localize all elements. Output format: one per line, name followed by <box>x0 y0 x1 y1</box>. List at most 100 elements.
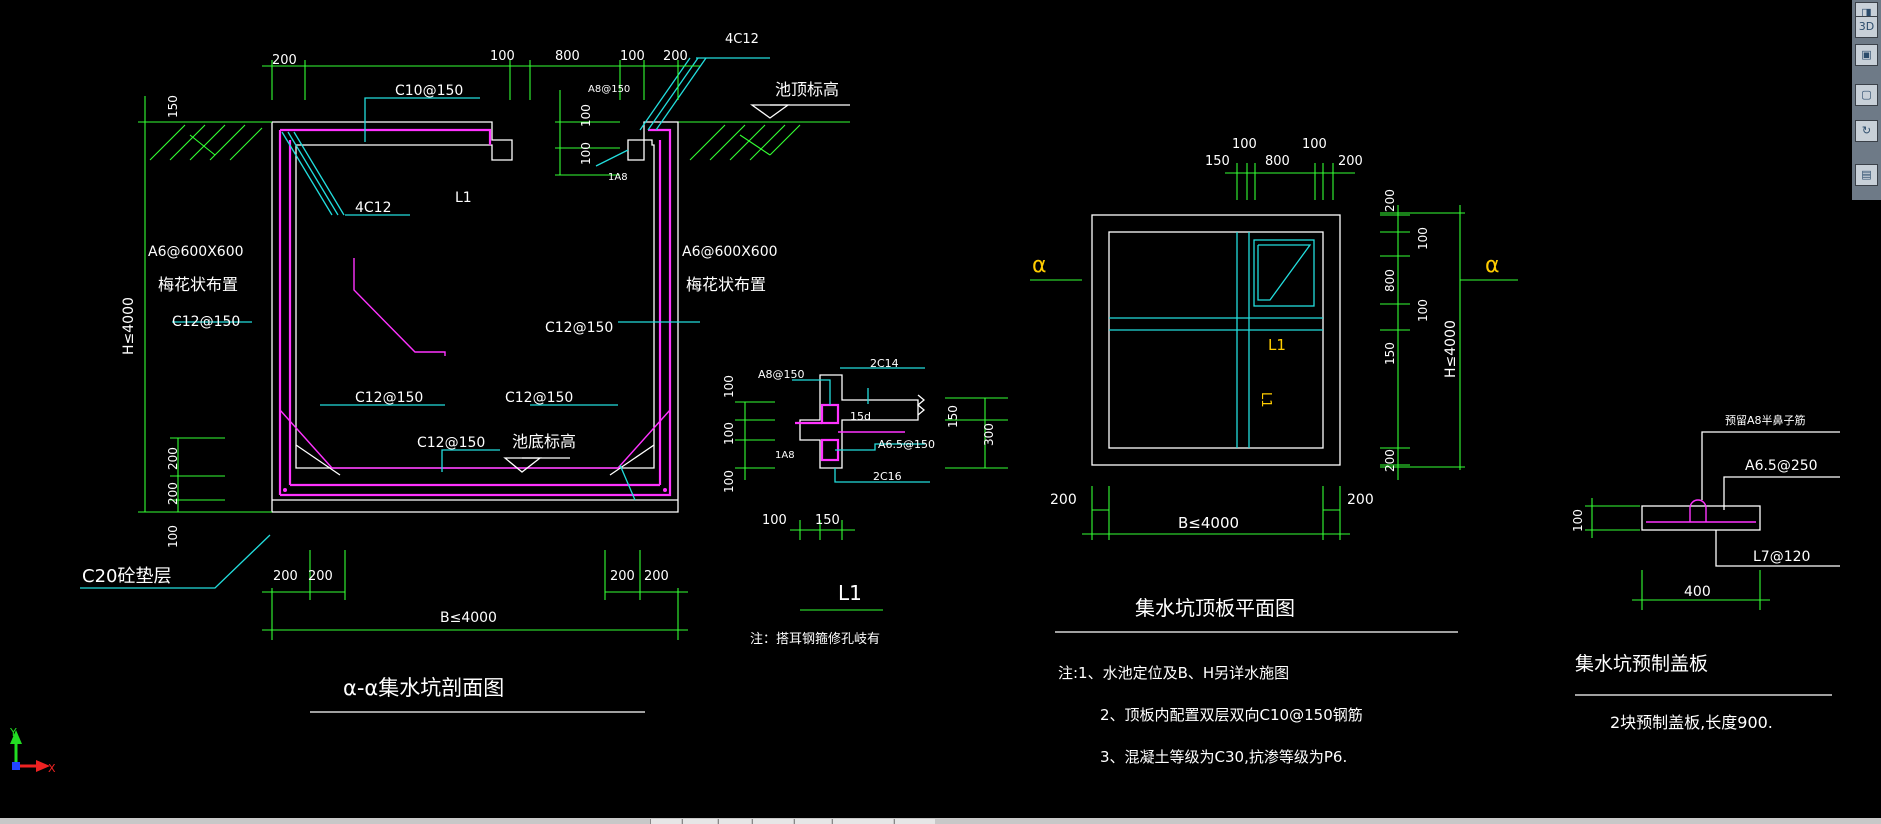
plan-dim-right-200-a: 200 <box>1383 189 1397 212</box>
layer-grid-icon[interactable]: ▤ <box>1855 164 1878 186</box>
height-dim-section: H≤4000 <box>121 297 137 355</box>
l1-label-1a8: 1A8 <box>775 450 795 461</box>
cover-dimensions <box>1585 498 1770 610</box>
l1-label-15d: 15d <box>850 410 871 423</box>
l1-title: L1 <box>838 581 862 605</box>
navigation-toolbar: ◨ 3D ▣ ▢ ↻ ▤ <box>1852 0 1881 200</box>
plan-dim-right-100-a: 100 <box>1416 227 1430 250</box>
3d-view-icon[interactable]: 3D <box>1855 16 1878 38</box>
dim-bottom-200-c: 200 <box>610 569 635 584</box>
plan-beams <box>1109 232 1323 448</box>
l1-dim-100-c: 100 <box>722 470 736 493</box>
plan-section-mark-left: α <box>1032 253 1047 278</box>
mesh-left-label: A6@600X600 <box>148 244 244 260</box>
label-l1-section: L1 <box>455 190 472 206</box>
rebar-c12-bl-label: C12@150 <box>355 390 423 406</box>
plan-label-l1-rotated: L1 <box>1258 392 1273 408</box>
rebar-4c12-top-label: 4C12 <box>725 32 759 47</box>
bedding-label: C20砼垫层 <box>82 566 171 587</box>
l1-dimensions <box>735 397 1008 611</box>
section-title: α-α集水坑剖面图 <box>343 676 504 700</box>
plan-dim-100-b: 100 <box>1302 137 1327 152</box>
l1-dim-300: 300 <box>982 423 996 446</box>
label-1a8: 1A8 <box>608 172 628 183</box>
rebar-c12-left-label: C12@150 <box>172 314 240 330</box>
dim-100-vert-a: 100 <box>579 104 593 127</box>
cover-dim-400: 400 <box>1684 584 1711 600</box>
plan-dim-bottom-200-a: 200 <box>1050 492 1077 508</box>
l1-dim-100-a: 100 <box>722 375 736 398</box>
dim-150-left: 150 <box>166 95 180 118</box>
cover-note: 2块预制盖板,长度900. <box>1610 713 1773 732</box>
dim-bottom-200-d: 200 <box>644 569 669 584</box>
pit-outline <box>271 121 679 513</box>
rebar-a8-label: A8@150 <box>588 84 630 95</box>
dim-100-vert-b: 100 <box>579 142 593 165</box>
l1-rebar-a65: A6.5@150 <box>878 438 935 451</box>
section-view: 200 100 800 100 200 C10@150 4C12 A8@150 … <box>80 32 850 713</box>
rebar-c12-bottom-label: C12@150 <box>417 435 485 451</box>
plan-dim-bottom-200-b: 200 <box>1347 492 1374 508</box>
plan-dim-right-150: 150 <box>1383 342 1397 365</box>
ucs-y-label: Y <box>9 726 17 739</box>
cover-rebar-a65: A6.5@250 <box>1745 458 1818 474</box>
plan-dim-200: 200 <box>1338 154 1363 169</box>
l1-rebar-2c16: 2C16 <box>873 470 902 483</box>
status-tab[interactable] <box>752 819 793 824</box>
l1-rebar-2c14: 2C14 <box>870 357 899 370</box>
dim-text-top: 200 100 800 100 200 <box>272 49 688 68</box>
plan-dim-150: 150 <box>1205 154 1230 169</box>
dim-100-a: 100 <box>490 49 515 64</box>
plan-height-dim: H≤4000 <box>1443 320 1459 378</box>
rebar-lines <box>278 128 672 497</box>
plan-dim-right-200-b: 200 <box>1383 449 1397 472</box>
l1-leaders <box>792 367 930 483</box>
dim-100-left: 100 <box>166 525 180 548</box>
cover-label-l7: L7@120 <box>1753 549 1810 565</box>
mesh-right-label: A6@600X600 <box>682 244 778 260</box>
soil-hatch-right <box>678 121 850 161</box>
box-icon[interactable]: ▢ <box>1855 84 1878 106</box>
status-tab[interactable] <box>650 819 681 824</box>
status-tab[interactable] <box>682 819 717 824</box>
rebar-4c12-inner-label: 4C12 <box>355 200 392 216</box>
status-tab[interactable] <box>794 819 831 824</box>
l1-detail: A8@150 2C14 100 100 100 1A8 15d A6.5@150… <box>722 357 1008 647</box>
orbit-icon[interactable]: ↻ <box>1855 120 1878 142</box>
rebar-c12-right-label: C12@150 <box>545 320 613 336</box>
status-tab[interactable] <box>718 819 751 824</box>
elevation-markers <box>503 104 850 473</box>
l1-dim-100-b: 100 <box>722 422 736 445</box>
box-icon[interactable]: ▣ <box>1855 44 1878 66</box>
rebar-c12-br-label: C12@150 <box>505 390 573 406</box>
status-tab[interactable] <box>894 819 935 824</box>
l1-dim-150: 150 <box>946 405 960 428</box>
dim-200-b: 200 <box>663 49 688 64</box>
l1-rebar-a8: A8@150 <box>758 368 805 381</box>
drawing-canvas[interactable]: 200 100 800 100 200 C10@150 4C12 A8@150 … <box>0 0 1840 818</box>
status-tab[interactable] <box>832 819 893 824</box>
cover-plate: 预留A8半鼻子筋 A6.5@250 100 L7@120 400 集水坑预制盖板… <box>1571 413 1840 732</box>
dimension-lines <box>138 60 700 640</box>
status-bar <box>0 818 1881 824</box>
plan-dim-right-800: 800 <box>1383 269 1397 292</box>
ucs-icon: Y X <box>9 726 56 775</box>
cover-label-hook: 预留A8半鼻子筋 <box>1725 413 1806 427</box>
cover-title: 集水坑预制盖板 <box>1575 653 1708 675</box>
l1-dim-100-bottom: 100 <box>762 513 787 528</box>
plan-dim-right-100-b: 100 <box>1416 299 1430 322</box>
dim-200-left-a: 200 <box>166 447 180 470</box>
l1-note: 注：搭耳钢箍修孔岐有 <box>750 631 880 647</box>
dim-200-a: 200 <box>272 53 297 68</box>
plan-label-l1: L1 <box>1268 336 1286 354</box>
plan-view: 150 100 800 100 200 α α L1 L1 200 100 80… <box>1030 137 1518 766</box>
cover-dim-100: 100 <box>1571 509 1585 532</box>
dim-bottom-200-a: 200 <box>273 569 298 584</box>
plan-dimensions <box>1082 163 1465 540</box>
l1-dim-150-bottom: 150 <box>815 513 840 528</box>
cover-leaders <box>1701 431 1840 567</box>
dim-800: 800 <box>555 49 580 64</box>
mesh-right-note: 梅花状布置 <box>686 275 766 294</box>
leader-lines <box>80 57 770 589</box>
pool-bottom-elevation: 池底标高 <box>512 432 576 451</box>
